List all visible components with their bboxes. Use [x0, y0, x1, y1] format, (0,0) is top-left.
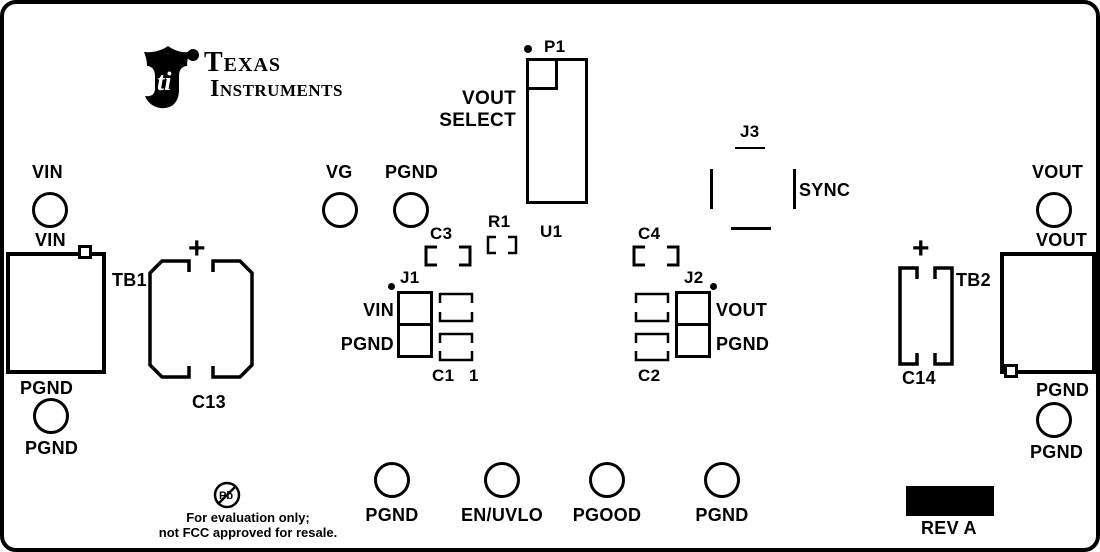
j1-pin-bottom: [397, 323, 433, 358]
rev-marking-block: [906, 486, 994, 516]
tb1-notch: [78, 245, 92, 259]
p1-ref-label: P1: [544, 37, 566, 56]
eval-note: For evaluation only; not FCC approved fo…: [122, 510, 374, 540]
c14-ref-label: C14: [902, 368, 936, 388]
tb1-ref-label: TB1: [112, 270, 147, 290]
j3-pad-bottom: [731, 227, 771, 230]
c1-pin-label: 1: [469, 366, 479, 385]
vin-testpoint: [32, 192, 68, 228]
vin-testpoint-label: VIN: [32, 162, 63, 182]
rev-label: REV A: [921, 518, 977, 538]
vout-testpoint-label: VOUT: [1032, 162, 1084, 182]
j1-vin-label: VIN: [363, 300, 394, 320]
pgnd-bottom-1-testpoint: [374, 462, 410, 498]
logo-line2: Instruments: [210, 76, 343, 102]
c3-footprint: [424, 245, 472, 267]
c2-ref-label: C2: [638, 366, 661, 385]
j2-vout-label: VOUT: [716, 300, 768, 320]
vout-testpoint: [1036, 192, 1072, 228]
pb-free-icon: Pb: [213, 481, 241, 509]
c1-footprint: [438, 292, 474, 362]
j1-pgnd-label: PGND: [340, 334, 394, 354]
logo-line1: Texas: [204, 47, 282, 78]
c13-polarity-plus: +: [188, 232, 206, 265]
testpoint-group-pgnd-1: PGND: [356, 462, 428, 526]
c3-ref-label: C3: [430, 224, 453, 243]
r1-ref-label: R1: [488, 212, 511, 231]
j2-pgnd-label: PGND: [716, 334, 770, 354]
logo-wordmark: Texas Instruments: [204, 48, 343, 102]
en-uvlo-label: EN/UVLO: [460, 505, 544, 525]
j1-jumper-block: [397, 291, 433, 358]
vout-select-line2: SELECT: [439, 110, 516, 131]
tb1-terminal-block: [6, 252, 106, 374]
c14-outline: [898, 266, 954, 366]
testpoint-group-en-uvlo: EN/UVLO: [454, 462, 550, 526]
c4-ref-label: C4: [638, 224, 661, 243]
pgnd-top-testpoint: [393, 192, 429, 228]
j1-pin-top: [397, 291, 433, 326]
j2-pin1-dot: [710, 283, 717, 290]
p1-key-square: [526, 58, 558, 90]
p1-pin1-dot: [524, 45, 532, 53]
j3-pad-right: [793, 169, 796, 209]
pgnd-bottom-1-label: PGND: [365, 505, 419, 525]
c4-footprint: [632, 245, 680, 267]
vout-select-line1: VOUT: [462, 88, 516, 109]
pgnd-testpoint-right-label: PGND: [1030, 442, 1084, 462]
tb1-vin-label: VIN: [35, 230, 66, 250]
ti-logo-icon: ti: [144, 46, 199, 109]
pgnd-testpoint-right: [1036, 402, 1072, 438]
pgnd-testpoint-left: [33, 398, 69, 434]
j2-pin-top: [675, 291, 711, 326]
j2-jumper-block: [675, 291, 711, 358]
tb2-pgnd-label: PGND: [1036, 380, 1090, 400]
j3-pad-left: [710, 169, 713, 209]
pgnd-top-testpoint-label: PGND: [385, 162, 439, 182]
tb2-terminal-block: [1000, 252, 1096, 374]
pgood-testpoint: [589, 462, 625, 498]
c13-outline: [148, 259, 254, 379]
j2-ref-label: J2: [684, 268, 704, 287]
j3-ref-label: J3: [735, 122, 765, 149]
j1-ref-label: J1: [400, 268, 420, 287]
c2-footprint: [634, 292, 670, 362]
tb1-pgnd-label: PGND: [20, 378, 74, 398]
c14-polarity-plus: +: [912, 232, 930, 265]
eval-note-line2: not FCC approved for resale.: [158, 525, 338, 540]
pgnd-testpoint-left-label: PGND: [25, 438, 79, 458]
j2-pin-bottom: [675, 323, 711, 358]
testpoint-group-pgnd-2: PGND: [686, 462, 758, 526]
sync-label: SYNC: [799, 180, 851, 200]
vg-testpoint-label: VG: [326, 162, 353, 182]
tb2-vout-label: VOUT: [1036, 230, 1088, 250]
r1-footprint: [486, 235, 518, 255]
c13-ref-label: C13: [192, 392, 226, 412]
vg-testpoint: [322, 192, 358, 228]
svg-text:ti: ti: [157, 67, 172, 96]
u1-ref-label: U1: [540, 222, 563, 241]
c1-ref-label: C1: [432, 366, 455, 385]
j1-pin1-dot: [388, 283, 395, 290]
vout-select-label: VOUT SELECT: [422, 88, 516, 132]
pgnd-bottom-2-testpoint: [704, 462, 740, 498]
pgood-label: PGOOD: [572, 505, 642, 525]
tb2-notch: [1004, 364, 1018, 378]
eval-note-line1: For evaluation only;: [186, 510, 310, 525]
tb2-ref-label: TB2: [956, 270, 991, 290]
testpoint-group-pgood: PGOOD: [565, 462, 649, 526]
pgnd-bottom-2-label: PGND: [695, 505, 749, 525]
en-uvlo-testpoint: [484, 462, 520, 498]
